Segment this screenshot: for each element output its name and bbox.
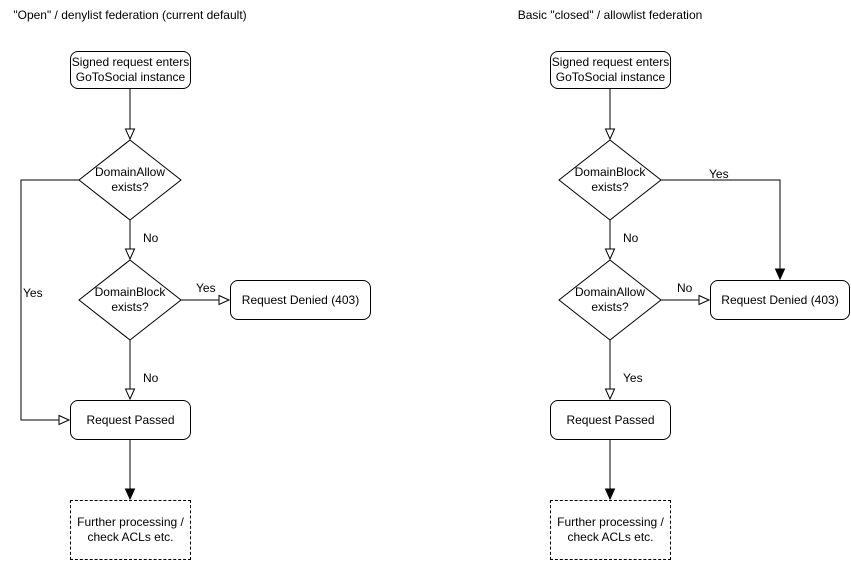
chart-title-open-denylist: "Open" / denylist federation (current de… xyxy=(13,8,247,22)
node-start: Signed request enters GoToSocial instanc… xyxy=(550,51,671,89)
edge-decision1-yes-loop xyxy=(20,179,79,426)
edge-label-no: No xyxy=(623,231,639,245)
node-request-passed: Request Passed xyxy=(550,400,671,440)
node-start: Signed request enters GoToSocial instanc… xyxy=(70,51,191,89)
node-request-denied: Request Denied (403) xyxy=(710,280,850,320)
chart-title-closed-allowlist: Basic "closed" / allowlist federation xyxy=(517,8,703,22)
edge-label-yes-loop: Yes xyxy=(23,286,43,300)
edge-label-no-denied: No xyxy=(677,281,693,295)
edges-left xyxy=(20,89,231,501)
edge-label-no: No xyxy=(143,231,159,245)
node-further-processing: Further processing / check ACLs etc. xyxy=(550,500,671,560)
edges-right xyxy=(604,89,786,501)
node-further-processing: Further processing / check ACLs etc. xyxy=(70,500,191,560)
node-decision-2-label: DomainAllow exists? xyxy=(574,285,646,314)
decision-diamond-domainallow xyxy=(78,139,182,221)
edge-label-yes-passed: Yes xyxy=(623,371,643,385)
edge-label-yes-denied: Yes xyxy=(196,281,216,295)
decision-diamond-domainallow xyxy=(558,259,662,341)
node-decision-2-label: DomainBlock exists? xyxy=(94,285,166,314)
decision-diamond-domainblock xyxy=(78,259,182,341)
node-decision-1-label: DomainAllow exists? xyxy=(94,165,166,194)
edge-decision1-yes-denied xyxy=(661,179,786,281)
node-request-passed: Request Passed xyxy=(70,400,191,440)
node-request-denied: Request Denied (403) xyxy=(230,280,371,320)
decision-diamond-domainblock xyxy=(558,139,662,221)
node-decision-1-label: DomainBlock exists? xyxy=(574,165,646,194)
edge-label-no-passed: No xyxy=(143,371,159,385)
edge-label-yes-denied: Yes xyxy=(709,167,729,181)
